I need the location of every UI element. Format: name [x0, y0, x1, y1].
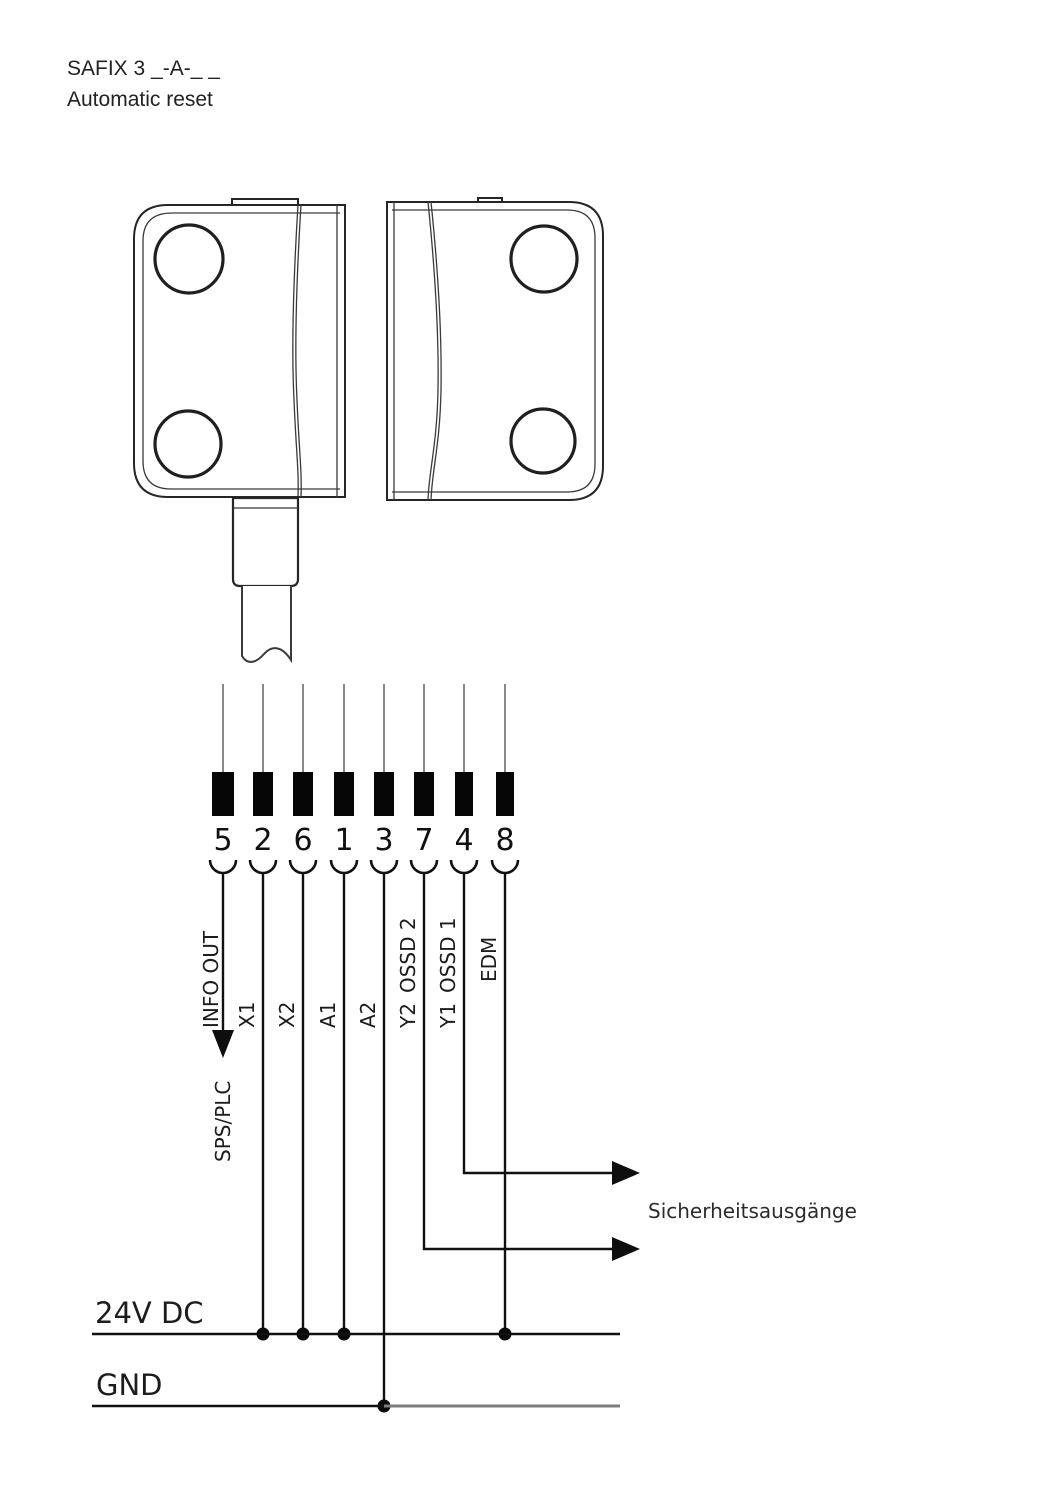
wire-y2-ossd2: Y2 OSSD 2: [396, 873, 640, 1261]
sensor-outline: [133, 204, 346, 498]
wire-stubs: [222, 684, 506, 772]
terminal-block: [455, 772, 473, 816]
signal-label-x1: X1: [235, 1002, 259, 1028]
rail-gnd-label: GND: [96, 1368, 163, 1402]
sensor-body-drawing: [133, 198, 346, 498]
connector-socket-icon: [288, 859, 318, 875]
cable-break: [241, 586, 292, 664]
rail-24v-label: 24V DC: [95, 1296, 204, 1330]
terminal-block: [293, 772, 313, 816]
connector-socket-icon: [449, 859, 479, 875]
mounting-hole: [509, 407, 577, 475]
signal-label-x2: X2: [275, 1002, 299, 1028]
signal-label-y2: Y2: [396, 1003, 420, 1029]
connector-socket-icon: [208, 859, 238, 875]
signal-label-ossd2: OSSD 2: [396, 917, 420, 993]
sensor-inner-line: [142, 212, 340, 490]
signal-label-ossd1: OSSD 1: [436, 917, 460, 993]
terminal-block: [496, 772, 514, 816]
terminal-numbers: 5 2 6 1 3 7 4 8: [213, 823, 514, 858]
connector-socket-icon: [329, 859, 359, 875]
signal-label-a1: A1: [316, 1002, 340, 1028]
sensor-top-notch: [231, 198, 299, 205]
actuator-curve-line: [430, 201, 442, 501]
rail-gnd: GND: [92, 1368, 620, 1408]
actuator-body-drawing: [386, 197, 604, 501]
signal-label-info-out: INFO OUT: [199, 930, 223, 1028]
wire-info-out: INFO OUT SPS/PLC: [199, 873, 235, 1162]
safety-output-arrow-icon: [612, 1161, 640, 1185]
actuator-outline: [386, 201, 604, 501]
wire-a1: A1: [316, 873, 351, 1341]
signal-label-edm: EDM: [477, 937, 501, 982]
sensor-curve-line: [292, 204, 299, 498]
sensor-curve-line-2: [295, 204, 302, 498]
plc-label: SPS/PLC: [211, 1081, 235, 1162]
terminal-block: [374, 772, 394, 816]
mounting-hole: [153, 223, 225, 295]
wire-x1: X1: [235, 873, 270, 1341]
wire-x2: X2: [275, 873, 310, 1341]
terminal-number: 5: [213, 823, 232, 858]
terminal-number: 3: [374, 823, 393, 858]
wire-a2: A2: [356, 873, 391, 1413]
model-title: SAFIX 3 _-A-_ _: [67, 57, 220, 80]
connector-socket-icon: [409, 859, 439, 875]
actuator-top-notch: [477, 197, 503, 202]
actuator-inner-line: [392, 209, 596, 493]
terminal-block: [253, 772, 273, 816]
mounting-hole: [153, 409, 223, 479]
terminal-block: [334, 772, 354, 816]
signal-label-y1: Y1: [436, 1003, 460, 1029]
safety-outputs-label: Sicherheitsausgänge: [648, 1199, 857, 1223]
terminal-block: [414, 772, 434, 816]
plc-arrow-icon: [212, 1030, 234, 1058]
terminal-number: 1: [334, 823, 353, 858]
cable-drawing: [231, 496, 300, 664]
terminal-number: 6: [293, 823, 312, 858]
signal-label-a2: A2: [356, 1002, 380, 1028]
cable-gland: [231, 496, 300, 588]
terminal-number: 4: [454, 823, 473, 858]
wire-line: [422, 873, 612, 1251]
connector-sockets: [208, 859, 520, 875]
terminal-block: [212, 772, 234, 816]
mounting-hole: [509, 224, 579, 294]
connector-socket-icon: [490, 859, 520, 875]
reset-mode-subtitle: Automatic reset: [67, 88, 213, 111]
actuator-curve-line-2: [427, 201, 439, 501]
terminal-number: 2: [253, 823, 272, 858]
rail-24v: 24V DC: [92, 1296, 620, 1336]
terminal-blocks: [212, 772, 514, 816]
wire-edm: EDM: [477, 873, 512, 1341]
wire-line: [462, 873, 612, 1175]
terminal-number: 7: [414, 823, 433, 858]
wire-y1-ossd1: Y1 OSSD 1: [436, 873, 640, 1185]
connector-socket-icon: [248, 859, 278, 875]
connector-socket-icon: [369, 859, 399, 875]
terminal-number: 8: [495, 823, 514, 858]
safety-output-arrow-icon: [612, 1237, 640, 1261]
